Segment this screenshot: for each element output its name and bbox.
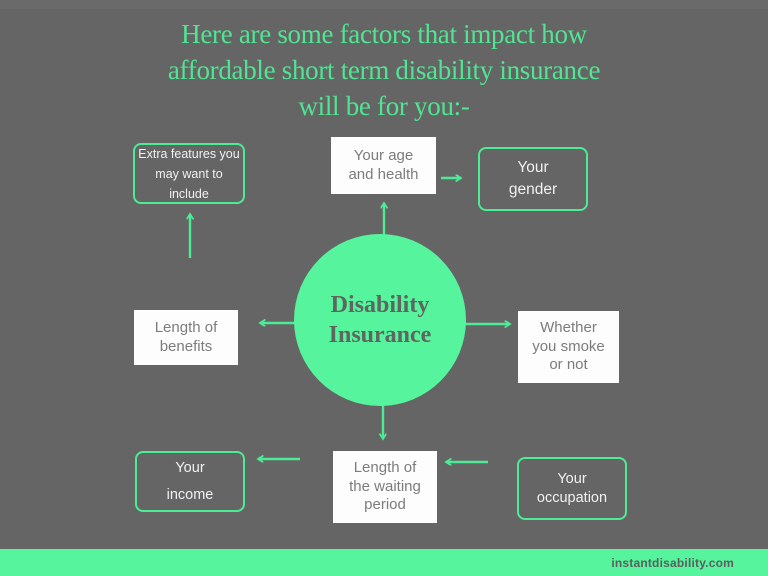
- title-line-3: will be for you:-: [298, 91, 470, 121]
- center-node-disability-insurance: Disability Insurance: [294, 234, 466, 406]
- node-waiting-period-line-2: the waiting: [349, 477, 421, 495]
- node-occupation: Your occupation: [517, 457, 627, 520]
- title-line-1: Here are some factors that impact how: [181, 19, 587, 49]
- node-length-of-benefits-line-1: Length of: [154, 319, 218, 336]
- node-waiting-period: Length of the waiting period: [333, 451, 437, 523]
- footer-bar: instantdisability.com: [0, 549, 768, 576]
- node-extra-features-line-1: Extra features you: [138, 146, 240, 161]
- node-age-and-health-line-2: and health: [348, 165, 419, 183]
- node-smoke-or-not-line-3: or not: [549, 356, 588, 374]
- node-smoke-or-not-line-1: Whether: [540, 319, 597, 337]
- node-age-and-health-line-1: Your age: [353, 147, 414, 164]
- center-node-line-2: Insurance: [328, 322, 432, 348]
- node-length-of-benefits-line-2: benefits: [159, 337, 213, 355]
- node-income-line-2: income: [166, 486, 214, 503]
- title-line-2: affordable short term disability insuran…: [167, 55, 601, 85]
- node-income-line-1: Your: [175, 459, 205, 476]
- node-income: Your income: [135, 451, 245, 512]
- node-extra-features-line-2: may want to: [155, 166, 223, 181]
- node-smoke-or-not: Whether you smoke or not: [518, 311, 619, 383]
- node-gender-line-2: gender: [508, 181, 558, 198]
- node-gender-line-1: Your: [517, 159, 549, 176]
- node-waiting-period-line-1: Length of: [353, 459, 417, 477]
- node-occupation-line-1: Your: [557, 470, 587, 487]
- node-age-and-health: Your age and health: [331, 137, 436, 194]
- node-gender: Your gender: [478, 147, 588, 211]
- node-occupation-line-2: occupation: [536, 489, 608, 506]
- node-waiting-period-line-3: period: [364, 496, 406, 514]
- center-node-line-1: Disability: [330, 292, 430, 318]
- node-extra-features: Extra features you may want to include: [133, 143, 245, 204]
- node-length-of-benefits: Length of benefits: [134, 310, 238, 365]
- website-text: instantdisability.com: [611, 555, 734, 570]
- node-extra-features-line-3: include: [169, 186, 209, 201]
- page-title: Here are some factors that impact how af…: [0, 16, 768, 124]
- node-smoke-or-not-line-2: you smoke: [532, 337, 605, 355]
